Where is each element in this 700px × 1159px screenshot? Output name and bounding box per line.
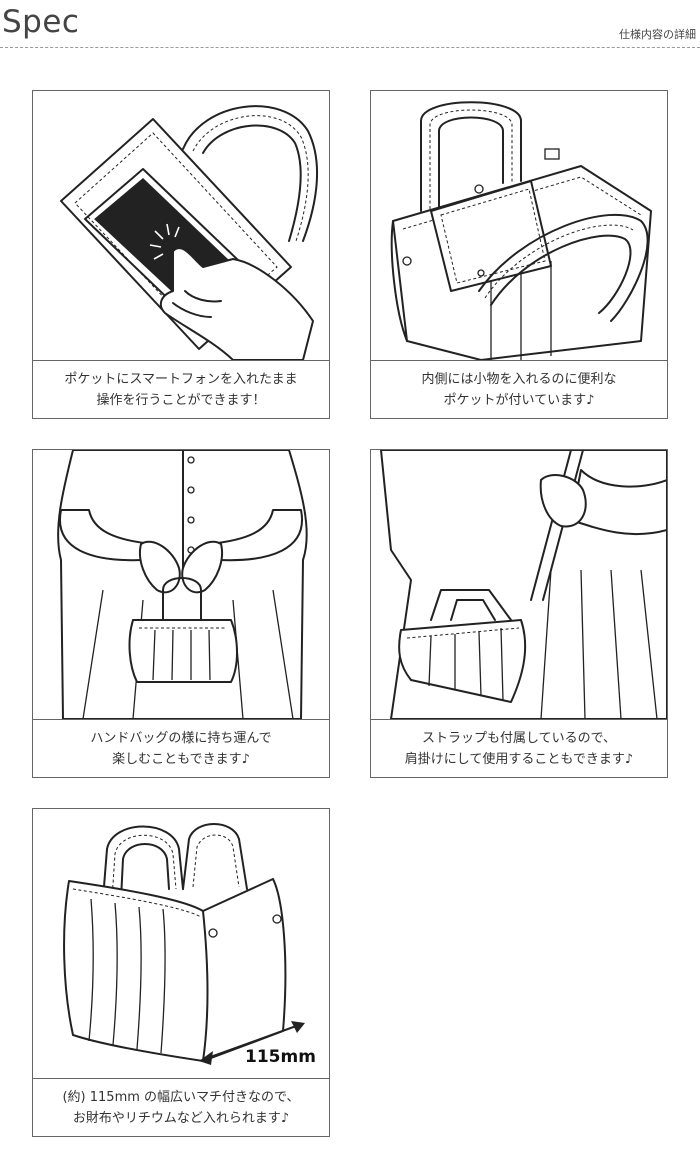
gusset-width-illustration: 115mm	[33, 809, 329, 1078]
shoulder-strap-illustration	[371, 450, 667, 719]
caption-line: ポケットが付いています♪	[443, 393, 595, 408]
header-divider	[0, 47, 700, 48]
page-title: Spec	[2, 4, 80, 40]
smartphone-pocket-illustration	[33, 91, 329, 360]
caption-line: 操作を行うことができます！	[96, 393, 266, 408]
caption-line: 楽しむこともできます♪	[112, 752, 250, 767]
inner-pocket-illustration	[371, 91, 667, 360]
feature-card-smartphone-pocket: ポケットにスマートフォンを入れたまま 操作を行うことができます！	[32, 90, 330, 419]
caption-line: ストラップも付属しているので、	[421, 731, 617, 746]
feature-card-inner-pocket: 内側には小物を入れるのに便利な ポケットが付いています♪	[370, 90, 668, 419]
feature-card-shoulder-strap: ストラップも付属しているので、 肩掛けにして使用することもできます♪	[370, 449, 668, 778]
feature-card-handbag-use: ハンドバッグの様に持ち運んで 楽しむこともできます♪	[32, 449, 330, 778]
caption-line: ハンドバッグの様に持ち運んで	[90, 731, 272, 746]
caption-line: 肩掛けにして使用することもできます♪	[404, 752, 634, 767]
caption-line: (約) 115mm の幅広いマチ付きなので、	[62, 1090, 300, 1105]
handbag-use-illustration	[33, 450, 329, 719]
dimension-label: 115mm	[245, 1047, 316, 1067]
caption-line: 内側には小物を入れるのに便利な	[421, 372, 617, 387]
page-subtitle: 仕様内容の詳細	[619, 28, 696, 41]
feature-card-gusset-width: 115mm (約) 115mm の幅広いマチ付きなので、 お財布やリチウムなど入…	[32, 808, 330, 1137]
caption-line: お財布やリチウムなど入れられます♪	[72, 1111, 290, 1126]
caption-line: ポケットにスマートフォンを入れたまま	[64, 372, 298, 387]
